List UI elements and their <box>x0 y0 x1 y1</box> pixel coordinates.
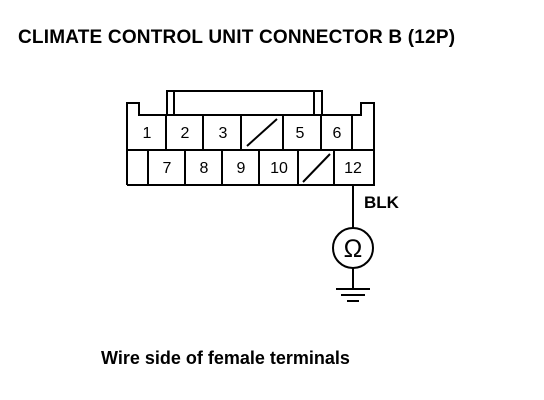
ground-icon <box>336 268 370 302</box>
terminal-6: 6 <box>333 125 342 142</box>
terminal-7: 7 <box>163 160 172 177</box>
empty-cavity-slash-top <box>246 118 278 147</box>
empty-cavity-slash-bottom <box>302 153 331 183</box>
terminal-5: 5 <box>296 125 305 142</box>
terminal-8: 8 <box>200 160 209 177</box>
ohm-symbol: Ω <box>344 235 363 263</box>
terminal-3: 3 <box>219 125 228 142</box>
ohmmeter-icon: Ω <box>332 227 374 269</box>
connector-lock-tab <box>166 90 323 115</box>
terminal-2: 2 <box>181 125 190 142</box>
terminal-10: 10 <box>270 160 288 177</box>
terminal-9: 9 <box>237 160 246 177</box>
diagram-caption: Wire side of female terminals <box>101 348 350 368</box>
terminal-1: 1 <box>143 125 152 142</box>
diagram-title: CLIMATE CONTROL UNIT CONNECTOR B (12P) <box>18 27 456 48</box>
terminal-12: 12 <box>344 160 362 177</box>
connector-housing <box>126 102 375 186</box>
wire-color-label: BLK <box>364 193 400 212</box>
